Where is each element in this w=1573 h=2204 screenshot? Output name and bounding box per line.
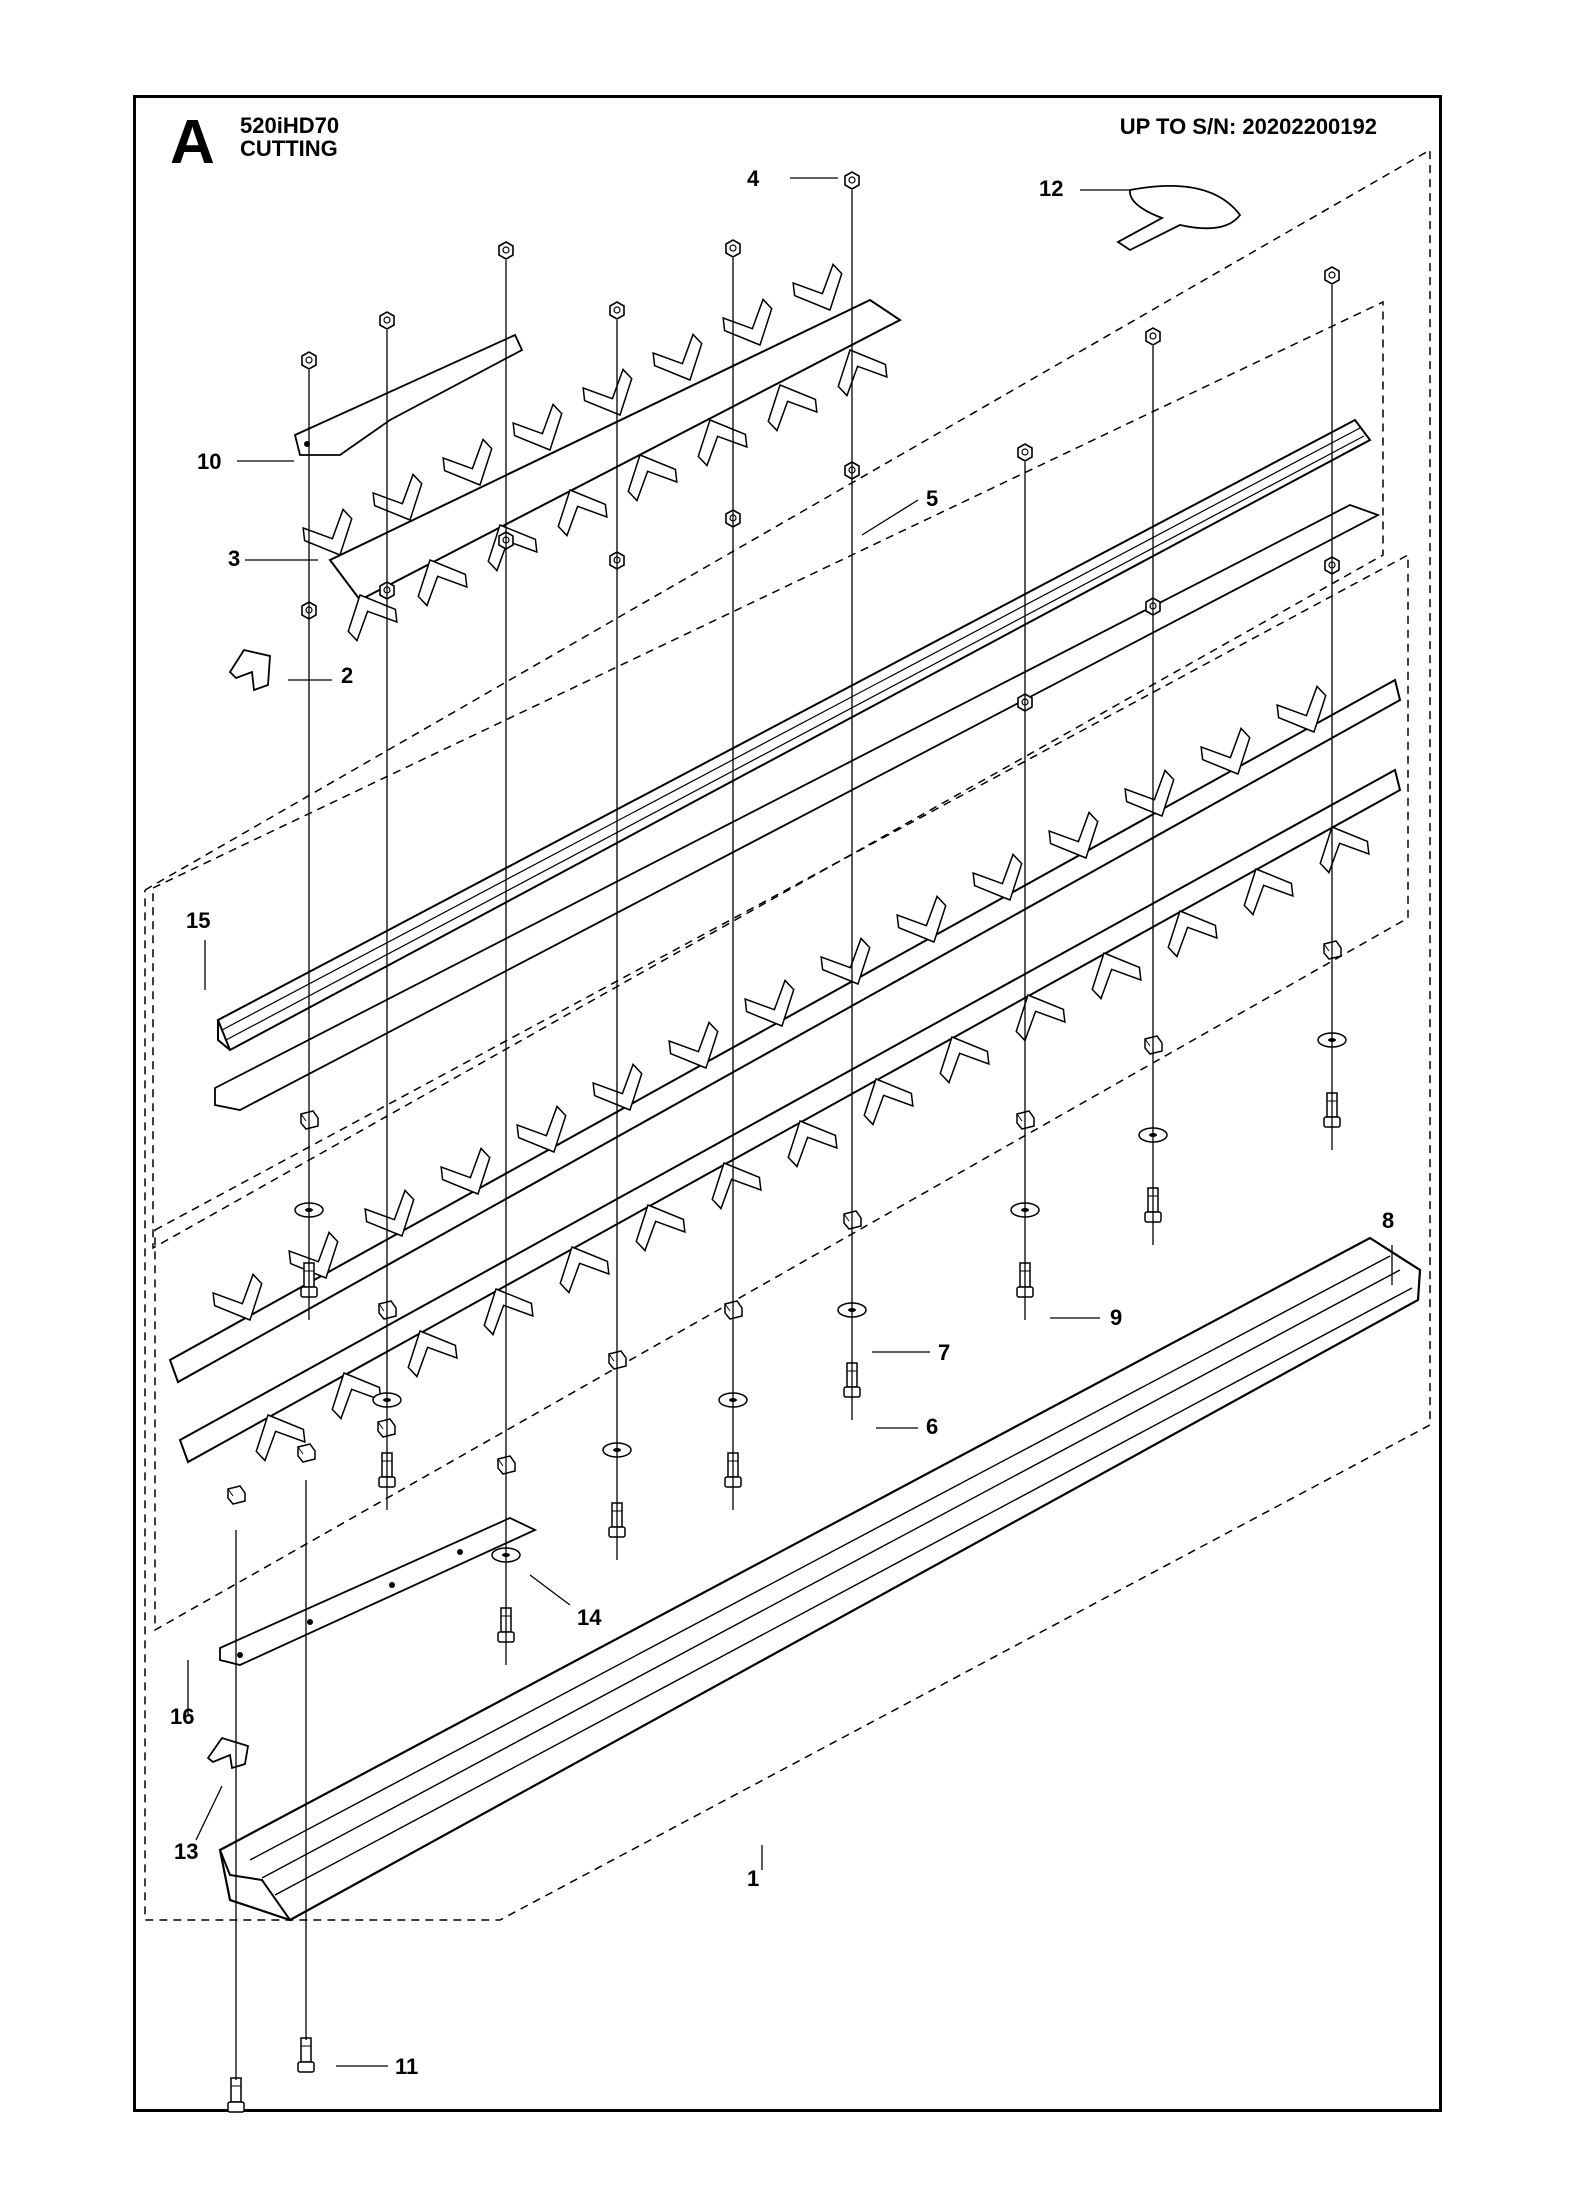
clip-part-13 (206, 1736, 250, 1770)
model-title: 520iHD70 CUTTING (240, 114, 339, 160)
drawing-frame (133, 95, 1442, 2112)
callout-12: 12 (1039, 176, 1063, 201)
callout-leader (195, 1785, 223, 1841)
plate-part-10 (293, 333, 524, 456)
group-name: CUTTING (240, 136, 338, 162)
callout-7: 7 (938, 1340, 950, 1365)
callout-11: 11 (395, 2054, 418, 2079)
flange-nut-part-4 (1324, 266, 1340, 285)
callout-leader (861, 499, 919, 536)
assembly-outline-1 (144, 148, 1431, 1921)
model-number: 520iHD70 (240, 113, 340, 138)
section-letter: A (170, 108, 215, 177)
callout-14: 14 (577, 1605, 602, 1630)
callout-9: 9 (1110, 1305, 1122, 1330)
leader-lines (187, 177, 1393, 2080)
flange-nut-part-4 (725, 239, 741, 258)
callout-15: 15 (186, 908, 210, 933)
flange-nut-part-4 (498, 241, 514, 260)
flange-nut-part-4 (379, 311, 395, 330)
screw-part-11 (227, 2077, 245, 2113)
callout-4: 4 (747, 166, 760, 191)
main-bar-part-1 (218, 1236, 1422, 1922)
callout-1: 1 (747, 1866, 759, 1891)
serial-range: UP TO S/N: 20202200192 (1119, 114, 1377, 139)
callout-16: 16 (170, 1704, 194, 1729)
lower-blade-assembly (168, 678, 1402, 1464)
assembly-outline-16 (154, 553, 1409, 1632)
callout-5: 5 (926, 486, 938, 511)
flange-nut-part-4 (1145, 327, 1161, 346)
guide-rail (216, 418, 1372, 1052)
upper-blade-part-3 (298, 262, 902, 643)
assembly-outline-15 (152, 300, 1384, 1250)
callout-3: 3 (228, 546, 240, 571)
callout-6: 6 (926, 1414, 938, 1439)
flange-nut-part-4 (844, 171, 860, 190)
strip-part-14 (219, 1517, 538, 1666)
spacer (227, 1485, 246, 1505)
flange-nut-part-4 (1017, 443, 1033, 462)
spacer (297, 1443, 316, 1463)
part-callouts: 1 2 3 4 5 6 7 8 9 10 11 12 13 14 15 16 (170, 166, 1394, 2079)
flange-nut-part-4 (301, 351, 317, 370)
screw-part-11 (297, 2037, 315, 2073)
callout-13: 13 (174, 1839, 198, 1864)
tool-part-12 (1116, 185, 1242, 252)
callout-2: 2 (341, 663, 353, 688)
callout-10: 10 (197, 449, 221, 474)
clip-part-2 (228, 648, 271, 692)
callout-leader (529, 1574, 571, 1606)
flange-nut-part-4 (609, 301, 625, 320)
callout-8: 8 (1382, 1208, 1394, 1233)
